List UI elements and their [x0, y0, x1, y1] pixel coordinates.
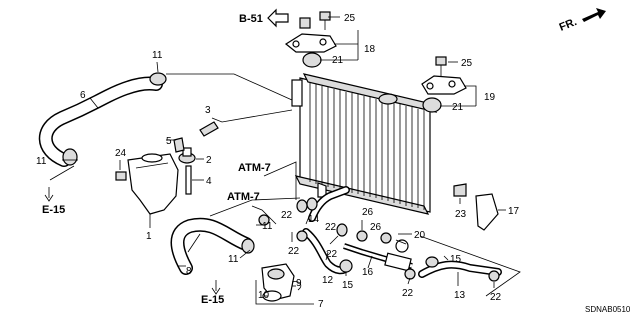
callout-19: 19: [484, 92, 496, 103]
callout-6: 6: [80, 90, 86, 101]
callout-10: 10: [258, 290, 270, 301]
callout-18: 18: [364, 44, 376, 55]
e15-bottom-label: E-15: [201, 294, 224, 306]
small-hose-clamps: [258, 197, 500, 282]
callout-11-top: 11: [152, 50, 163, 61]
callout-3: 3: [205, 105, 211, 116]
hose-clamp-icon: [149, 72, 167, 86]
callout-26-upper: 26: [362, 207, 374, 218]
callout-22-right: 22: [490, 292, 502, 303]
callout-21-left: 21: [332, 55, 344, 66]
radiator-core: [291, 73, 438, 215]
leader-lines: [49, 16, 521, 305]
atf-hose-right: [418, 256, 502, 278]
bolt-icon: [435, 56, 447, 66]
atf-hose-upper: [308, 186, 350, 222]
callout-20: 20: [414, 230, 426, 241]
callout-5: 5: [166, 136, 172, 147]
overflow-tube: [185, 165, 192, 195]
callout-23: 23: [455, 209, 467, 220]
fr-label: FR.: [558, 16, 579, 34]
down-arrow-icon: [44, 187, 54, 202]
callout-24: 24: [115, 148, 127, 159]
callout-16: 16: [362, 267, 374, 278]
hose-clamp-icon: [425, 256, 439, 268]
lower-radiator-hose: [170, 217, 255, 275]
callout-22-center: 22: [325, 222, 337, 233]
callout-2: 2: [206, 155, 212, 166]
forward-arrow-icon: [582, 8, 606, 22]
callout-22-atm-lower: 22: [288, 246, 300, 257]
clip-icon: [299, 17, 311, 29]
callout-22-atm-upper: 22: [281, 210, 293, 221]
e15-left-label: E-15: [42, 204, 65, 216]
callout-17: 17: [508, 206, 520, 217]
callout-21-right: 21: [452, 102, 464, 113]
e15-left-reference: E-15: [42, 187, 65, 216]
callout-13: 13: [454, 290, 466, 301]
cushion-icon: [302, 52, 322, 68]
callout-22-hose: 22: [326, 249, 338, 260]
tank-cap: [178, 147, 196, 164]
fr-indicator: FR.: [558, 8, 606, 34]
bolt-icon: [115, 171, 127, 181]
bolt-icon: [319, 11, 331, 21]
bracket-17: [475, 193, 499, 231]
callout-7: 7: [318, 299, 324, 310]
hose-clamp-icon: [62, 148, 78, 166]
e15-bottom-reference: E-15: [201, 280, 224, 306]
bolt-icon: [356, 230, 368, 242]
inlet-pipe: [291, 79, 303, 107]
upper-radiator-hose: [38, 72, 167, 167]
atf-pipe: [343, 230, 413, 272]
clip-icon: [291, 281, 302, 291]
down-arrow-icon: [211, 280, 221, 295]
callout-12: 12: [322, 275, 334, 286]
siphon-tube: [199, 121, 219, 137]
callout-9: 9: [296, 278, 302, 289]
hose-clamp-icon: [241, 238, 255, 254]
callout-15-right: 15: [450, 254, 462, 265]
b51-label: B-51: [239, 13, 263, 25]
joint-icon: [173, 137, 185, 153]
callout-26-lower: 26: [370, 222, 382, 233]
callout-1: 1: [146, 231, 152, 242]
callout-11-atm: 11: [262, 221, 273, 232]
callout-25-top: 25: [344, 13, 356, 24]
cushion-icon: [422, 97, 442, 113]
arrow-left-icon: [267, 8, 289, 28]
radiator-cap: [378, 93, 398, 105]
callout-11-lower: 11: [228, 254, 239, 265]
upper-mount-left: [284, 11, 337, 68]
atm7-upper-label: ATM-7: [238, 162, 271, 174]
callout-numbers: 25 18 21 25 19 21 11 6 3 5 2 4 11 24 1 2…: [36, 13, 520, 310]
callout-11-left: 11: [36, 156, 47, 167]
callout-8: 8: [186, 266, 192, 277]
o-ring-icon: [262, 290, 282, 302]
callout-22-pipe: 22: [402, 288, 414, 299]
callout-25-right: 25: [461, 58, 473, 69]
callout-4: 4: [206, 176, 212, 187]
b51-reference: B-51: [239, 8, 289, 28]
callout-14: 14: [308, 214, 320, 225]
washer-icon: [395, 239, 409, 253]
reserve-tank: [127, 153, 179, 215]
diagram-code: SDNAB0510: [585, 305, 631, 314]
atm7-lower-label: ATM-7: [227, 191, 260, 203]
water-outlet-assembly: [261, 263, 302, 302]
callout-15-left: 15: [342, 280, 354, 291]
bolt-icon: [380, 232, 392, 244]
upper-mount-right: [421, 56, 467, 113]
pipe-bracket: [384, 252, 412, 272]
drain-plug: [453, 183, 467, 197]
